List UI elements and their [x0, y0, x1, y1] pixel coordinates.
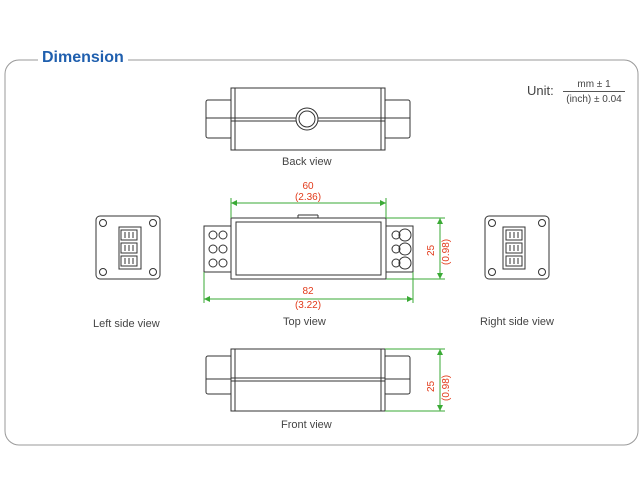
unit-legend: Unit: mm ± 1 (inch) ± 0.04	[527, 79, 637, 109]
overall-width-in: (3.22)	[294, 300, 322, 311]
back-view-drawing	[205, 87, 411, 151]
top-view-dimension-lines	[203, 198, 445, 303]
front-view-dimension-arrows	[437, 349, 443, 411]
unit-denominator: (inch) ± 0.04	[566, 94, 622, 105]
top-view-label: Top view	[283, 316, 326, 328]
right-side-view-label: Right side view	[480, 316, 554, 328]
overall-width-mm: 82	[302, 286, 314, 297]
front-height-mm: 25	[426, 380, 437, 392]
top-width-in: (2.36)	[294, 192, 322, 203]
panel-border	[4, 59, 639, 446]
back-view-label: Back view	[282, 156, 332, 168]
page-title: Dimension	[38, 49, 128, 67]
unit-numerator: mm ± 1	[563, 79, 625, 92]
top-view-dimension-arrows	[204, 200, 443, 302]
left-side-view-label: Left side view	[93, 318, 160, 330]
left-side-view-drawing	[95, 215, 161, 280]
unit-label: Unit:	[527, 83, 554, 98]
right-side-view-drawing	[484, 215, 550, 280]
front-view-dimension-lines	[385, 348, 445, 412]
front-height-in: (0.98)	[441, 374, 452, 401]
top-height-in: (0.98)	[441, 238, 452, 265]
front-view-drawing	[205, 348, 411, 412]
top-height-mm: 25	[426, 244, 437, 256]
front-view-label: Front view	[281, 419, 332, 431]
top-view-drawing	[203, 214, 414, 280]
top-width-mm: 60	[302, 181, 314, 192]
